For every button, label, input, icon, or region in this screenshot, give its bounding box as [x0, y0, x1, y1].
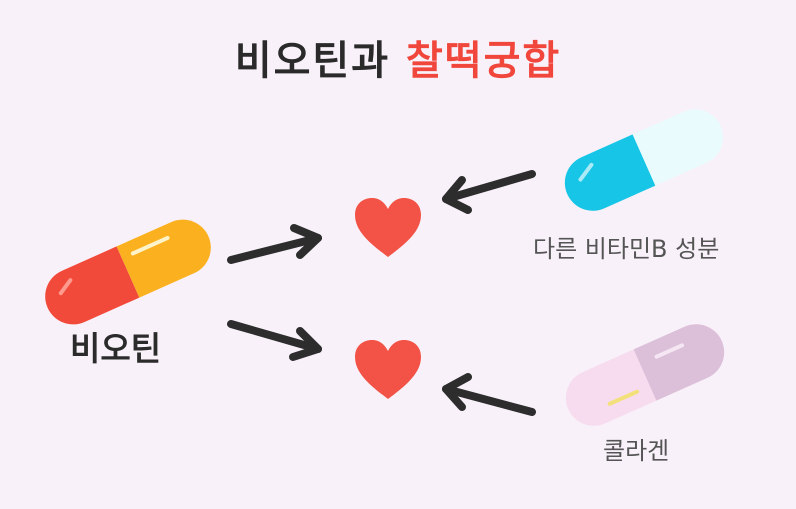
heart-icon-top	[355, 198, 421, 257]
collagen-capsule-icon	[565, 324, 725, 426]
title-part2: 찰떡궁합	[405, 38, 562, 84]
arrow-icon-biotin-bottom	[227, 320, 322, 361]
biotin-capsule-icon	[45, 219, 211, 325]
heart-icon-bottom	[355, 340, 421, 399]
arrow-icon-collagen	[442, 373, 536, 416]
title-part1: 비오틴과	[234, 38, 391, 84]
label-vitamin-b: 다른 비타민B 성분	[533, 235, 720, 263]
title: 비오틴과 찰떡궁합	[0, 28, 796, 86]
arrow-icon-biotin-top	[227, 224, 322, 264]
arrow-icon-vitamin-b	[442, 170, 536, 214]
label-collagen: 콜라겐	[603, 437, 670, 465]
vitamin-b-capsule-icon	[564, 109, 724, 211]
label-biotin: 비오틴	[70, 329, 162, 368]
